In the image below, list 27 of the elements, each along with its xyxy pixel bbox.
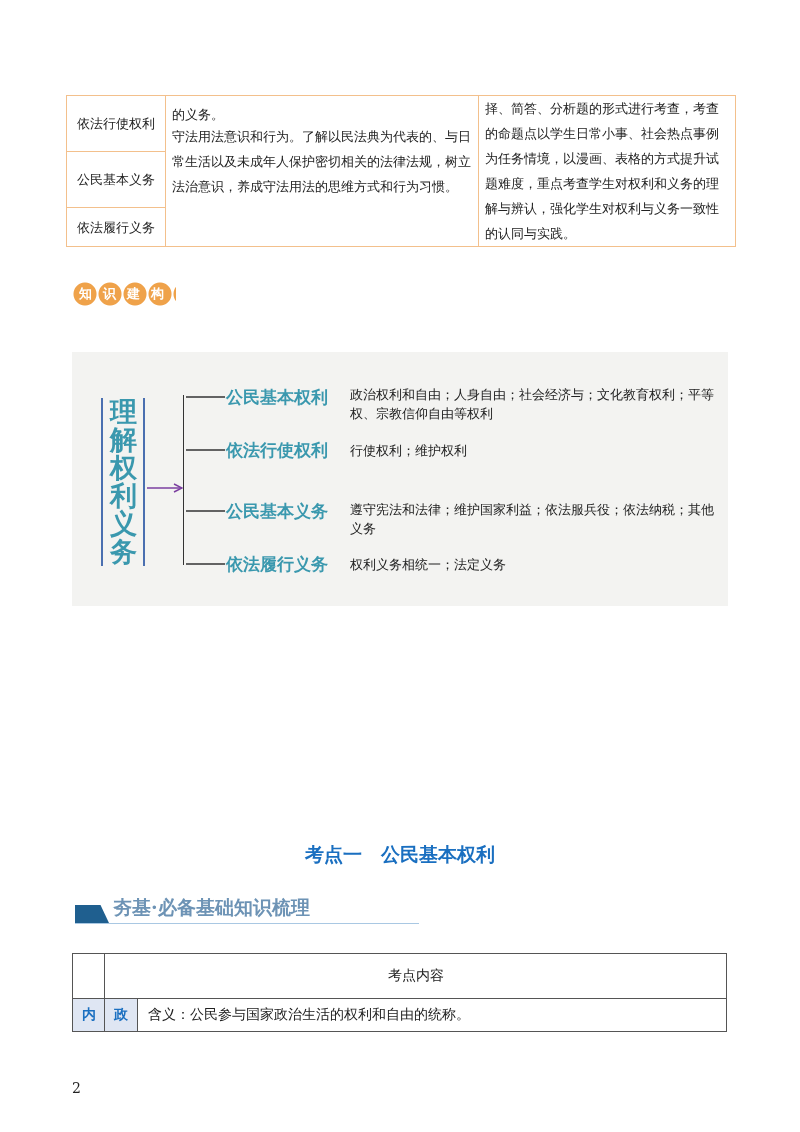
table-cell: 依法行使权利 [66, 95, 166, 152]
table-cell: 的义务。 [165, 95, 479, 121]
branch-heading: 依法履行义务 [226, 551, 328, 577]
section-badge: 知识建构 [72, 280, 176, 308]
branch-line [185, 563, 226, 565]
subsection-heading: 夯基·必备基础知识梳理 [113, 895, 310, 920]
page-number: 2 [72, 1080, 81, 1096]
description-text: 政治权利和自由；人身自由；社会经济与；文化教育权利；平等权、宗教信仰自由等权利 [350, 386, 715, 423]
branch-line [185, 396, 226, 398]
bracket-line [183, 395, 186, 565]
description-text: 权利义务相统一；法定义务 [350, 556, 507, 574]
vertical-title: 理解权利义务 [101, 398, 145, 566]
table-cell: 考点内容 [104, 953, 727, 999]
table-cell: 择、简答、分析题的形式进行考查，考查的命题点以学生日常小事、社会热点事例为任务情境，以漫画、表格的方式提升试题难度，重点考查学生对权利和义务的理解与辨认，强化学生对权利与义务一致性的认同与实践。 [478, 95, 736, 247]
section-heading: 考点一 公民基本权利 [304, 842, 496, 867]
branch-heading: 依法行使权利 [226, 437, 328, 463]
branch-heading: 公民基本权利 [226, 384, 328, 410]
description-text: 行使权利；维护权利 [350, 442, 468, 460]
table-cell: 含义：公民参与国家政治生活的权利和自由的统称。 [137, 998, 727, 1032]
table-cell: 政 [104, 998, 138, 1032]
branch-line [185, 449, 226, 451]
arrow [146, 483, 183, 493]
table-cell: 依法履行义务 [66, 207, 166, 247]
branch-heading: 公民基本义务 [226, 498, 328, 524]
branch-line [185, 510, 226, 512]
description-text: 遵守宪法和法律；维护国家利益；依法服兵役；依法纳税；其他义务 [350, 501, 715, 538]
table-cell: 内 [72, 998, 105, 1032]
